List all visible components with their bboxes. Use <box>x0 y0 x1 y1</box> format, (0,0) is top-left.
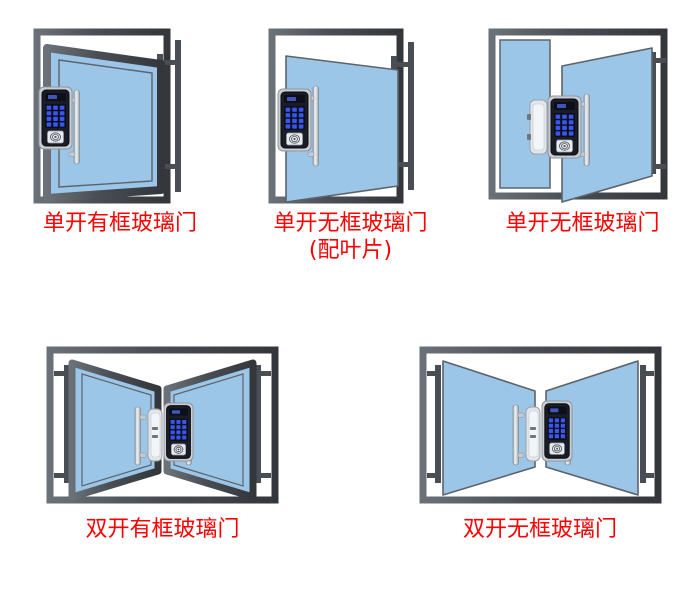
smart-lock[interactable] <box>541 400 572 462</box>
door-handle-left[interactable] <box>512 404 524 466</box>
lock-strike-plate <box>147 408 163 462</box>
door-leaf-left <box>68 359 162 501</box>
single-frameless-glass-door-panel-illustration <box>488 28 668 203</box>
double-frameless-glass-door-illustration <box>419 346 661 504</box>
figure-double-framed-glass-door: 双开有框玻璃门 <box>30 345 295 544</box>
lock-keypad[interactable] <box>169 418 188 441</box>
door-frame <box>46 346 279 504</box>
smart-lock[interactable] <box>277 88 312 152</box>
figure-label: 单开无框玻璃门 (配叶片) <box>273 211 428 263</box>
door-leaf-left <box>441 360 536 496</box>
door-handle-left[interactable] <box>134 406 147 466</box>
smart-lock[interactable] <box>38 86 73 150</box>
smart-lock[interactable] <box>163 402 194 462</box>
lock-keypad[interactable] <box>45 104 66 128</box>
figure-label: 单开无框玻璃门 <box>505 211 660 236</box>
figure-single-framed-glass-door: 单开有框玻璃门 <box>10 26 230 238</box>
lock-strike-plate <box>527 99 548 155</box>
fingerprint-sensor[interactable] <box>548 442 565 455</box>
glass-panel-left <box>441 360 536 496</box>
glass-inner-edge <box>58 59 153 188</box>
lock-keypad[interactable] <box>554 113 575 137</box>
single-framed-glass-door-illustration <box>33 28 181 204</box>
figure-label: 双开无框玻璃门 <box>462 517 617 542</box>
fingerprint-sensor[interactable] <box>47 130 64 144</box>
figure-label: 双开有框玻璃门 <box>85 517 240 542</box>
door-frame <box>419 346 661 504</box>
fingerprint-sensor[interactable] <box>556 139 573 153</box>
figure-single-frameless-glass-door-fixed-panel: 单开无框玻璃门 <box>470 26 695 238</box>
lock-keypad[interactable] <box>546 417 567 440</box>
figure-double-frameless-glass-door: 双开无框玻璃门 <box>400 345 680 544</box>
lock-strike-plate <box>525 406 540 462</box>
single-frameless-glass-door-illustration <box>268 28 414 204</box>
fingerprint-sensor[interactable] <box>286 132 303 146</box>
lock-keypad[interactable] <box>284 106 305 130</box>
smart-lock[interactable] <box>547 95 582 159</box>
figure-label: 单开有框玻璃门 <box>42 211 197 236</box>
figure-single-frameless-glass-door-patch: 单开无框玻璃门 (配叶片) <box>243 26 458 265</box>
fingerprint-sensor[interactable] <box>171 443 186 456</box>
double-framed-glass-door-illustration <box>46 346 279 504</box>
